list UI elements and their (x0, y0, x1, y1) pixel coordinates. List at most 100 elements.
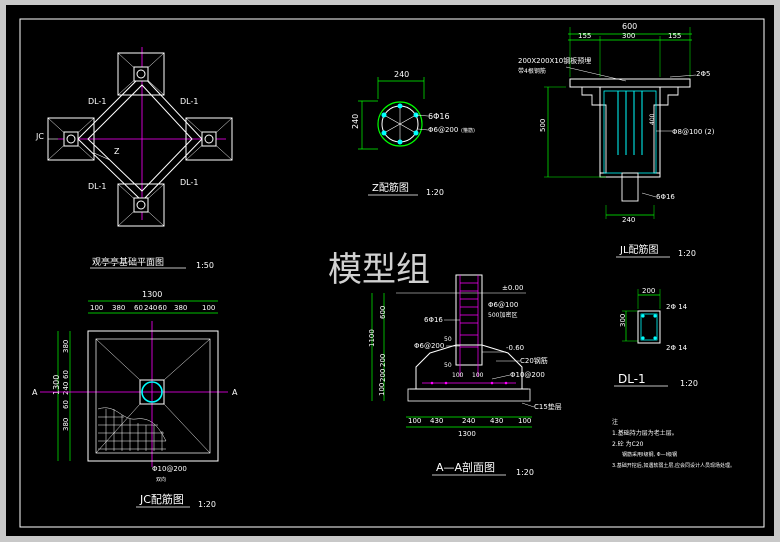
jl-dim-top-1: 155 (578, 32, 591, 40)
general-notes: 注 1.基础持力层为老土层。 2.砼 为C20 钢筋采用I级钢, Φ—I级钢 3… (612, 418, 735, 469)
jc-dim-top-6: 380 (174, 304, 187, 312)
jl-section: 600 155 300 155 200X200X10钢板预埋 带4根钢筋 2Φ5… (518, 22, 715, 258)
jl-column (599, 86, 661, 178)
jc-plan: 1300 100 380 60 240 60 380 100 1300 380 … (32, 290, 238, 509)
plan-footing-top (117, 52, 165, 96)
z-rebars (381, 103, 419, 145)
jl-dim-top-3: 155 (668, 32, 681, 40)
aa-title: A—A剖面图 (436, 460, 495, 474)
aa-dim-inner-4: 100 (472, 372, 484, 379)
jc-dim-left-6: 380 (62, 418, 70, 431)
plan-dl-label-1: DL-1 (88, 97, 106, 106)
aa-dim-inner-3: 100 (452, 372, 464, 379)
z-section: 240 240 6Φ16 Φ6@200 (箍筋) Z配筋图 1:20 (351, 70, 475, 197)
jc-dim-left-total: 1300 (52, 375, 61, 395)
plan-jc-label: JC (35, 132, 44, 141)
aa-dim-bottom-3: 240 (462, 417, 475, 425)
aa-dim-inner-1: 50 (444, 362, 452, 369)
foundation-plan: DL-1 DL-1 DL-1 DL-1 JC Z 观亭亭基础平面图 1:50 (35, 47, 233, 270)
z-title: Z配筋图 (372, 181, 409, 194)
jl-dim-bottom: 240 (622, 216, 635, 224)
jc-column-circle (141, 381, 163, 403)
z-outer-circle (377, 101, 423, 147)
plan-scale: 1:50 (196, 261, 214, 270)
jc-dim-top-5: 60 (158, 304, 167, 312)
aa-rebar-base: Φ10@200 (510, 371, 545, 379)
jc-dim-top-4: 240 (144, 304, 157, 312)
aa-section: ±0.00 Φ6@100 500加密区 6Φ16 Φ6@200 -0.60 C2… (368, 274, 562, 477)
jl-note-plate: 200X200X10钢板预埋 (518, 56, 591, 65)
dl-dim-width: 200 (642, 287, 655, 295)
plan-beam-inner (87, 84, 193, 192)
jl-rebar-stirrup: Φ8@100 (2) (672, 128, 715, 136)
aa-rebar-stirrup: Φ6@100 (488, 301, 518, 309)
jc-rebar-grid (97, 407, 167, 451)
aa-cushion-label: C15垫层 (534, 402, 562, 411)
aa-dim-left-2: 200 (379, 354, 387, 367)
watermark-text: 模型组 (328, 250, 430, 290)
aa-dim-bottom-4: 430 (490, 417, 503, 425)
jc-dim-top-2: 380 (112, 304, 125, 312)
plan-footing-right (185, 117, 233, 161)
aa-rebar-main: 6Φ16 (424, 316, 443, 324)
notes-line-3: 3.基础开挖后,如遇软弱土层,应会同设计人员现场处理。 (612, 462, 735, 469)
aa-dim-left-1: 600 (379, 306, 387, 319)
dl-scale: 1:20 (680, 379, 698, 388)
jl-scale: 1:20 (678, 249, 696, 258)
plan-z-label: Z (114, 147, 120, 156)
aa-cushion (407, 388, 531, 402)
dl-rebar-top: 2Φ 14 (666, 303, 688, 311)
jl-rebar-top: 2Φ5 (696, 70, 710, 78)
aa-scale: 1:20 (516, 468, 534, 477)
notes-line-2: 2.砼 为C20 (612, 440, 644, 448)
z-rebar-main: 6Φ16 (428, 112, 450, 121)
aa-column-rebars (459, 275, 479, 377)
aa-dim-left-total: 1100 (368, 329, 376, 347)
dl-title: DL-1 (618, 372, 646, 386)
plan-dl-label-2: DL-1 (180, 97, 198, 106)
aa-dim-bottom-1: 100 (408, 417, 421, 425)
jl-dim-height: 500 (539, 119, 547, 132)
jl-title: JL配筋图 (619, 243, 659, 256)
aa-dim-left-4: 100 (378, 383, 386, 396)
jc-rebar-note: Φ10@200 (152, 465, 187, 473)
z-rebar-stirrup: Φ6@200 (428, 126, 458, 134)
cad-drawing-canvas[interactable]: DL-1 DL-1 DL-1 DL-1 JC Z 观亭亭基础平面图 1:50 2… (6, 5, 774, 536)
jc-dim-top-1: 100 (90, 304, 103, 312)
aa-dim-left-3: 200 (379, 369, 387, 382)
jl-dim-top-2: 300 (622, 32, 635, 40)
jl-dim-total: 600 (622, 22, 637, 31)
jc-section-label-left: A (32, 388, 38, 397)
dl-beam-outline (637, 310, 661, 344)
notes-line-2b: 钢筋采用I级钢, Φ—I级钢 (622, 451, 677, 458)
dl-rebar-bottom: 2Φ 14 (666, 344, 688, 352)
plan-footing-bottom (117, 183, 165, 227)
notes-line-1: 1.基础持力层为老土层。 (612, 429, 678, 437)
drawing-sheet: DL-1 DL-1 DL-1 DL-1 JC Z 观亭亭基础平面图 1:50 2… (6, 5, 774, 536)
jl-rebars (617, 91, 643, 155)
jc-footing-outer (87, 330, 219, 462)
jc-section-label-right: A (232, 388, 238, 397)
jc-dim-total: 1300 (142, 290, 162, 299)
aa-concrete: C20钢筋 (520, 356, 548, 365)
jc-scale: 1:20 (198, 500, 216, 509)
jc-dim-left-2: 380 (62, 340, 70, 353)
jc-dim-top-3: 60 (134, 304, 143, 312)
z-dim-width: 240 (394, 70, 409, 79)
plan-dl-label-4: DL-1 (180, 178, 198, 187)
jc-dim-left-4: 240 (62, 382, 70, 395)
jl-rebar-bottom: 6Φ16 (656, 193, 675, 201)
aa-dim-inner-2: 50 (444, 336, 452, 343)
dl-section: 200 300 2Φ 14 2Φ 14 DL-1 1:20 (614, 287, 698, 388)
notes-heading: 注 (612, 418, 618, 426)
z-dim-height: 240 (351, 114, 360, 129)
jl-note-bolt: 带4根钢筋 (518, 67, 546, 75)
aa-rebar-stirrup-note: 500加密区 (488, 311, 517, 319)
aa-level-top: ±0.00 (502, 284, 523, 292)
z-scale: 1:20 (426, 188, 444, 197)
jl-dim-inner: 400 (649, 113, 656, 125)
plan-dl-label-3: DL-1 (88, 182, 106, 191)
jc-rebar-sub: 双向 (156, 476, 166, 483)
jc-dim-top-7: 100 (202, 304, 215, 312)
